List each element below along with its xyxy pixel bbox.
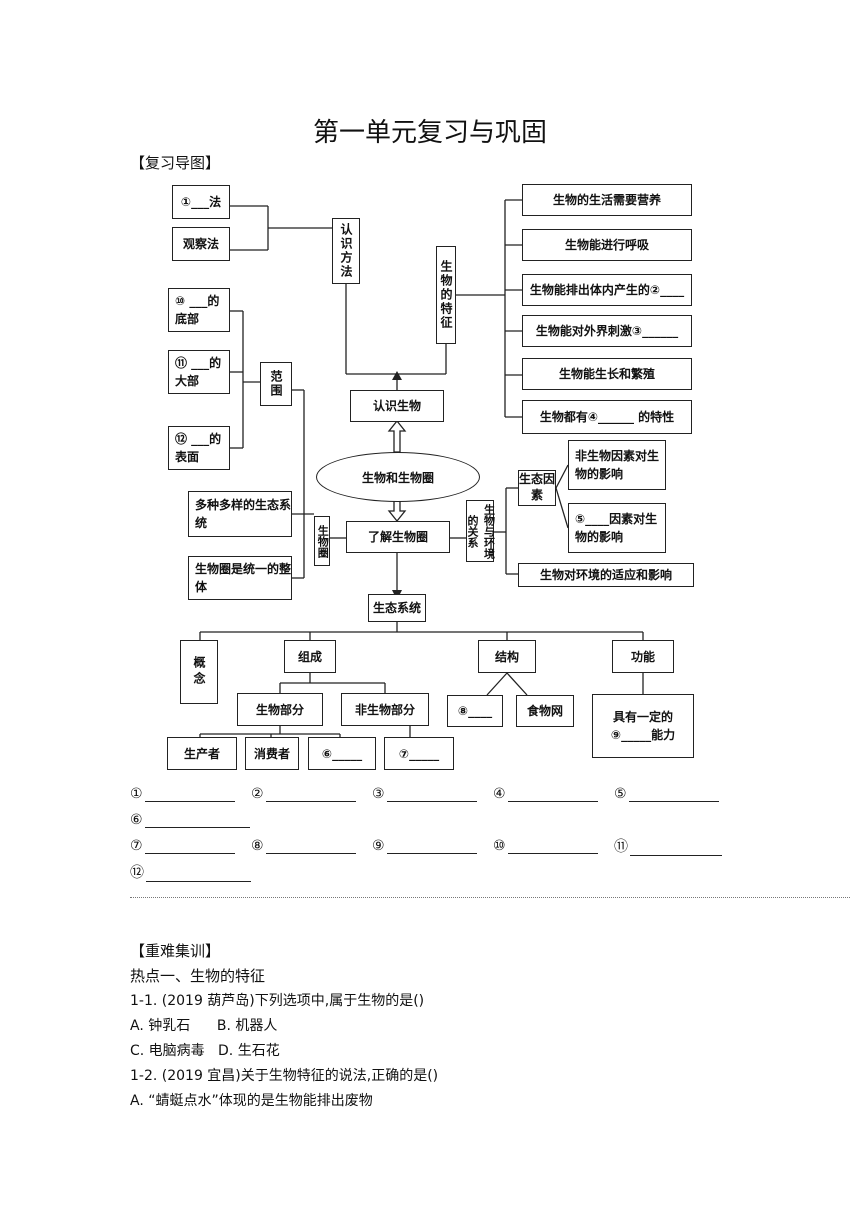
feature-respiration-box: 生物能进行呼吸 — [522, 229, 692, 261]
range-label-box: 范围 — [260, 362, 292, 406]
structure-blank-box: ⑧____ — [447, 695, 503, 727]
answer-line-8: ⑧ — [251, 838, 356, 854]
adaptation-box: 生物对环境的适应和影响 — [518, 563, 694, 587]
answer-line-3: ③ — [372, 786, 477, 802]
abiotic-part-box: 非生物部分 — [341, 693, 429, 726]
feature-growth-box: 生物能生长和繁殖 — [522, 358, 692, 390]
feature-excretion-box: 生物能排出体内产生的②____ — [522, 274, 692, 306]
organism-environment-box: 生物与环境的关系 — [466, 500, 496, 562]
observation-method-box: 观察法 — [172, 227, 230, 261]
answer-line-6: ⑥ — [130, 812, 250, 828]
biosphere-center-oval: 生物和生物圈 — [316, 452, 480, 502]
structure-box: 结构 — [478, 640, 536, 673]
biotic-part-box: 生物部分 — [237, 693, 323, 726]
question-1-1-options-ab: A. 钟乳石 B. 机器人 — [130, 1018, 278, 1034]
answer-line-9: ⑨ — [372, 838, 477, 854]
map-heading: 【复习导图】 — [130, 154, 221, 172]
question-1-1-options-cd: C. 电脑病毒 D. 生石花 — [130, 1043, 280, 1059]
question-1-2-option-a: A. “蜻蜓点水”体现的是生物能排出废物 — [130, 1093, 373, 1109]
answer-line-11: ⑪ — [614, 836, 722, 856]
answer-line-1: ① — [130, 786, 235, 802]
range-bottom-box: ⑩ ___的底部 — [168, 288, 230, 332]
section-divider — [130, 897, 850, 898]
composition-box: 组成 — [284, 640, 336, 673]
feature-stimulus-box: 生物能对外界刺激③______ — [522, 315, 692, 347]
unified-whole-box: 生物圈是统一的整体 — [188, 556, 292, 600]
ecosystem-box: 生态系统 — [368, 594, 426, 622]
question-1-1: 1-1. (2019 葫芦岛)下列选项中,属于生物的是() — [130, 993, 425, 1009]
diverse-ecosystems-box: 多种多样的生态系统 — [188, 491, 292, 537]
recognize-organisms-box: 认识生物 — [350, 390, 444, 422]
function-ability-box: 具有一定的⑨_____能力 — [592, 694, 694, 758]
feature-nutrition-box: 生物的生活需要营养 — [522, 184, 692, 216]
range-majority-box: ⑪ ___的大部 — [168, 350, 230, 394]
recognize-methods-box: 认识方法 — [332, 218, 360, 284]
concept-map-lines — [199, 199, 644, 737]
hotspot-heading: 热点一、生物的特征 — [130, 967, 266, 985]
decomposer-blank-box: ⑥_____ — [308, 737, 376, 770]
food-web-box: 食物网 — [516, 695, 574, 727]
method-blank-box: ①___法 — [172, 185, 230, 219]
organism-features-box: 生物的特征 — [436, 246, 456, 344]
consumer-box: 消费者 — [245, 737, 299, 770]
biotic-factors-box: ⑤____因素对生物的影响 — [568, 503, 666, 553]
answer-line-7: ⑦ — [130, 838, 235, 854]
feature-heredity-box: 生物都有④______ 的特性 — [522, 400, 692, 434]
understand-biosphere-box: 了解生物圈 — [346, 521, 450, 553]
range-surface-box: ⑫ ___的表面 — [168, 426, 230, 470]
answer-line-10: ⑩ — [493, 838, 598, 854]
biosphere-label-box: 生物圈 — [314, 516, 330, 566]
answer-line-2: ② — [251, 786, 356, 802]
function-box: 功能 — [612, 640, 674, 673]
answer-line-4: ④ — [493, 786, 598, 802]
answer-line-12: ⑫ — [130, 862, 251, 882]
abiotic-factors-box: 非生物因素对生物的影响 — [568, 440, 666, 490]
abiotic-blank-box: ⑦_____ — [384, 737, 454, 770]
concept-box: 概念 — [180, 640, 218, 704]
answer-line-5: ⑤ — [614, 786, 719, 802]
page-title: 第一单元复习与巩固 — [312, 118, 547, 148]
question-1-2: 1-2. (2019 宜昌)关于生物特征的说法,正确的是() — [130, 1068, 439, 1084]
practice-heading: 【重难集训】 — [130, 942, 221, 960]
producer-box: 生产者 — [167, 737, 237, 770]
eco-factors-box: 生态因素 — [518, 470, 556, 506]
